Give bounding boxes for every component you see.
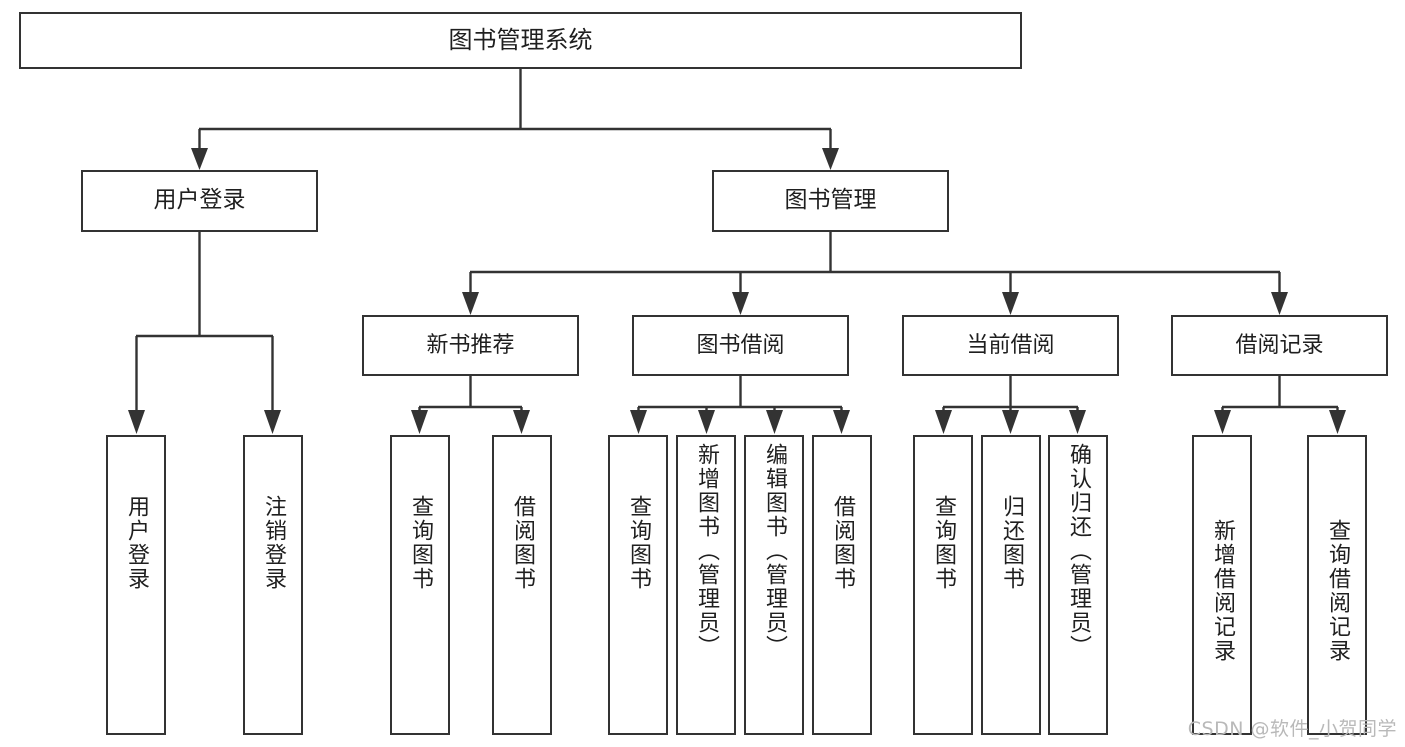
node-new-book-recommend[interactable]: 新书推荐 xyxy=(362,315,579,376)
leaf-borrow-query-book[interactable]: 查询图书 xyxy=(608,435,668,735)
leaf-borrow-add-book-admin[interactable]: 新增图书（管理员） xyxy=(676,435,736,735)
node-label: 编辑图书（管理员） xyxy=(762,443,787,659)
leaf-current-confirm-return-admin[interactable]: 确认归还（管理员） xyxy=(1048,435,1108,735)
node-root-system[interactable]: 图书管理系统 xyxy=(19,12,1022,69)
node-label: 查询借阅记录 xyxy=(1325,519,1350,663)
node-label: 新增借阅记录 xyxy=(1210,519,1235,663)
node-label: 查询图书 xyxy=(626,495,651,591)
node-label: 图书管理系统 xyxy=(448,26,593,55)
node-label: 新增图书（管理员） xyxy=(694,443,719,659)
leaf-borrow-borrow-book[interactable]: 借阅图书 xyxy=(812,435,872,735)
node-label: 注销登录 xyxy=(261,495,286,591)
node-label: 用户登录 xyxy=(124,495,149,591)
leaf-user-login-login[interactable]: 用户登录 xyxy=(106,435,166,735)
leaf-user-login-logout[interactable]: 注销登录 xyxy=(243,435,303,735)
leaf-recommend-query-book[interactable]: 查询图书 xyxy=(390,435,450,735)
node-borrow-record[interactable]: 借阅记录 xyxy=(1171,315,1388,376)
node-label: 确认归还（管理员） xyxy=(1066,443,1091,659)
watermark-text: CSDN @软件_小贺同学 xyxy=(1187,718,1397,740)
leaf-borrow-edit-book-admin[interactable]: 编辑图书（管理员） xyxy=(744,435,804,735)
leaf-current-return-book[interactable]: 归还图书 xyxy=(981,435,1041,735)
node-label: 查询图书 xyxy=(931,495,956,591)
node-book-borrow[interactable]: 图书借阅 xyxy=(632,315,849,376)
node-label: 借阅图书 xyxy=(510,495,535,591)
node-label: 查询图书 xyxy=(408,495,433,591)
node-label: 归还图书 xyxy=(999,495,1024,591)
node-label: 图书借阅 xyxy=(696,332,785,358)
node-label: 用户登录 xyxy=(153,187,246,214)
node-label: 新书推荐 xyxy=(426,332,515,358)
leaf-record-query-borrow-record[interactable]: 查询借阅记录 xyxy=(1307,435,1367,735)
node-label: 当前借阅 xyxy=(966,332,1055,358)
node-label: 借阅记录 xyxy=(1235,332,1324,358)
node-current-borrow[interactable]: 当前借阅 xyxy=(902,315,1119,376)
node-label: 借阅图书 xyxy=(830,495,855,591)
node-label: 图书管理 xyxy=(784,187,877,214)
leaf-current-query-book[interactable]: 查询图书 xyxy=(913,435,973,735)
node-user-login[interactable]: 用户登录 xyxy=(81,170,318,232)
node-book-management[interactable]: 图书管理 xyxy=(712,170,949,232)
leaf-record-add-borrow-record[interactable]: 新增借阅记录 xyxy=(1192,435,1252,735)
leaf-recommend-borrow-book[interactable]: 借阅图书 xyxy=(492,435,552,735)
